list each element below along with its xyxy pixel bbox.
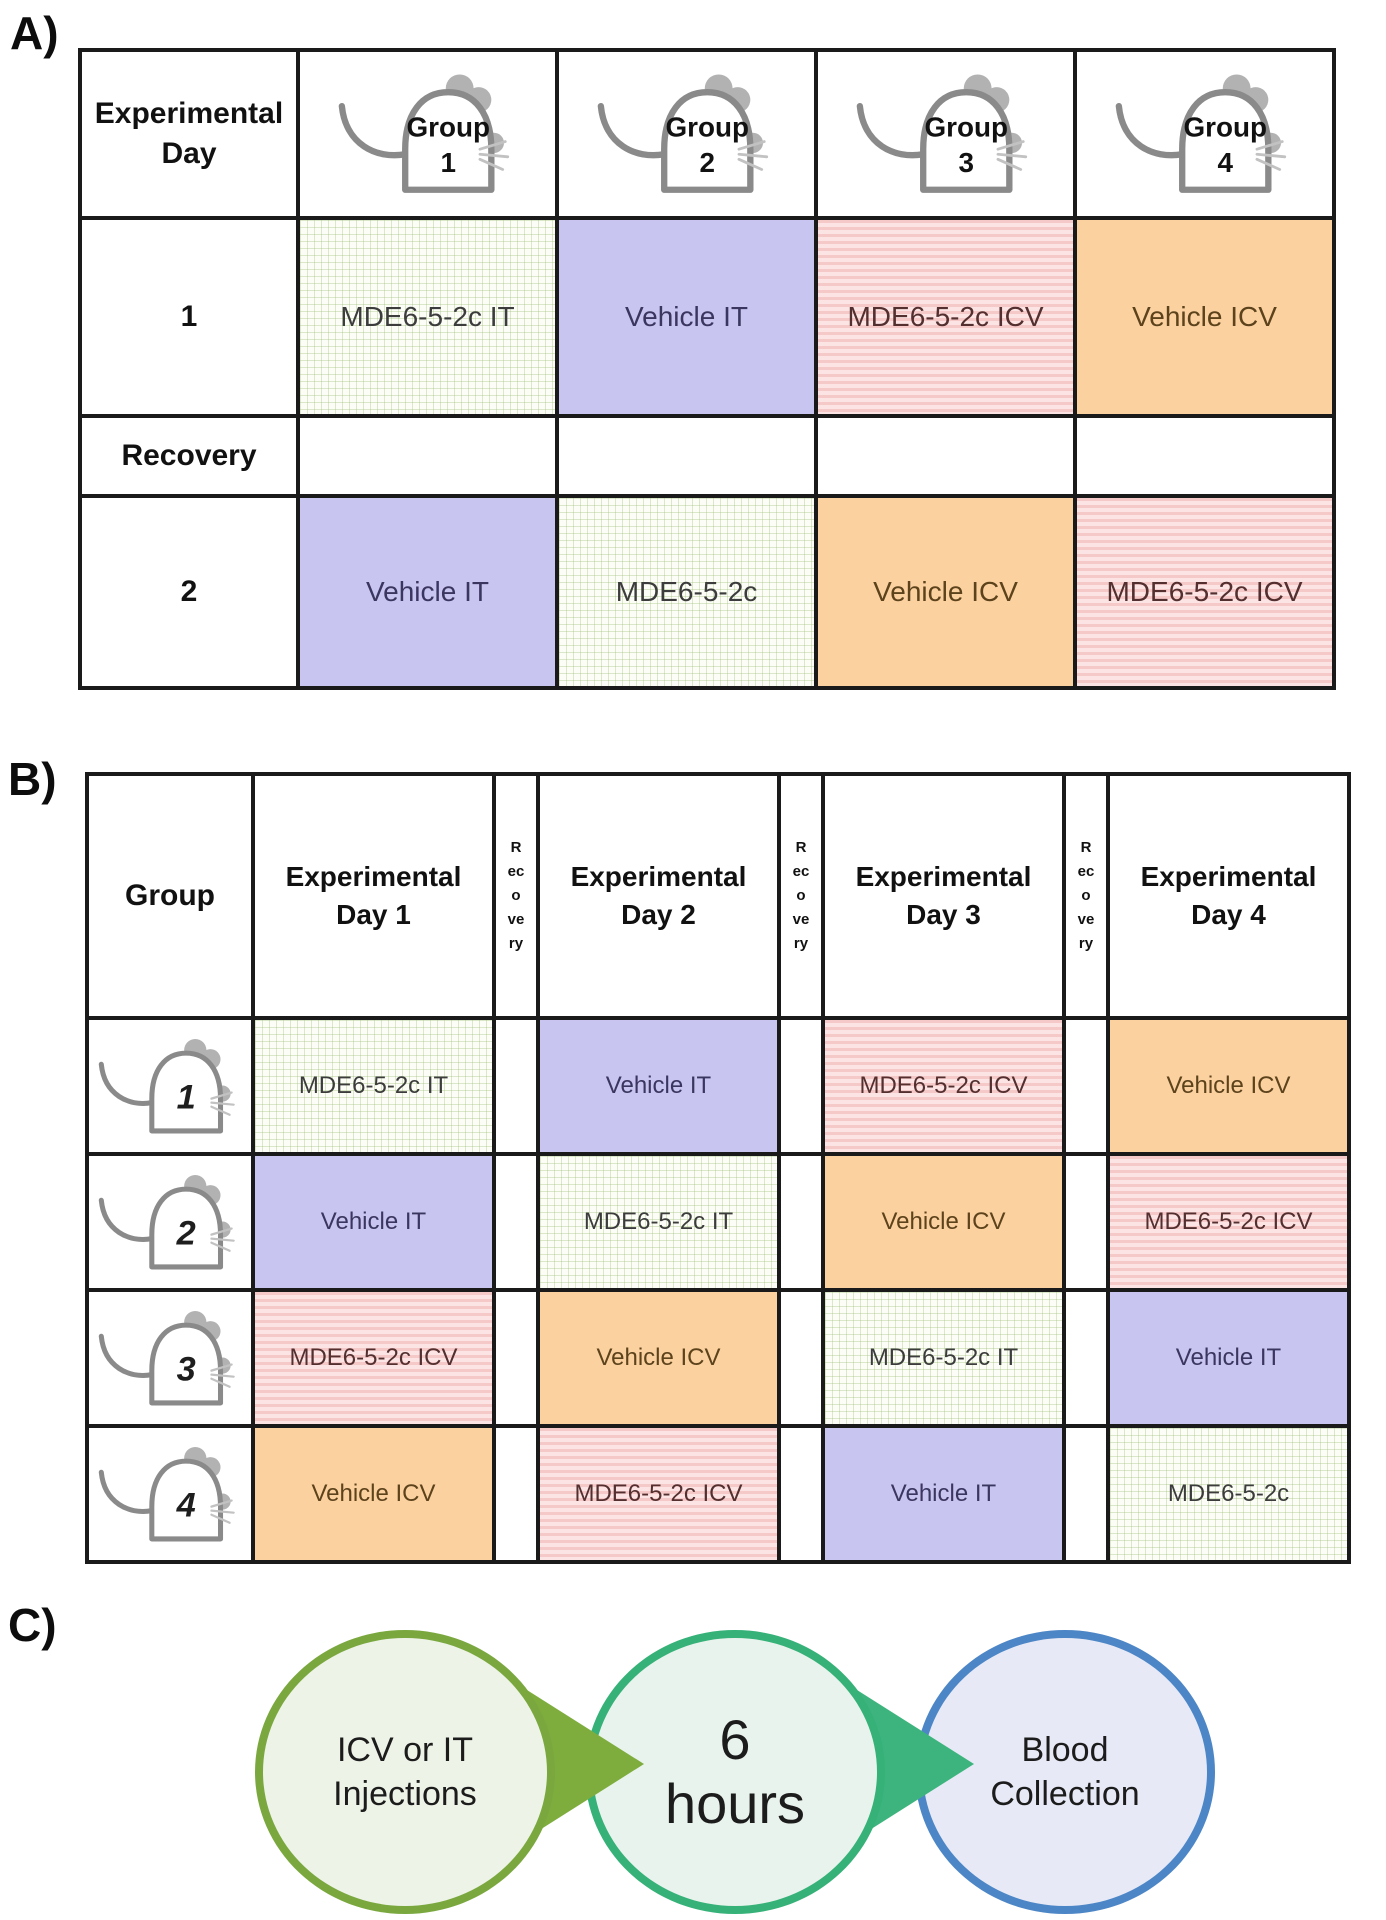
- group-2-header-cell: Group 2: [555, 48, 818, 220]
- treatment-cell: MDE6-5-2c ICV: [821, 1016, 1066, 1156]
- group-3-header-cell: Group 3: [814, 48, 1077, 220]
- group-1-header-cell: Group 1: [296, 48, 559, 220]
- treatment-cell: Vehicle IT: [536, 1016, 781, 1156]
- treatment-cell: MDE6-5-2c ICV: [814, 216, 1077, 418]
- recovery-column-header: Recovery: [492, 772, 540, 1020]
- group-number: 3: [177, 1350, 196, 1388]
- treatment-cell: MDE6-5-2c ICV: [1073, 494, 1336, 690]
- recovery-spacer-cell: [1062, 1424, 1110, 1564]
- day-row-header: 1: [78, 216, 300, 418]
- panel-b-table: Group Experimental Day 1 Recovery Experi…: [85, 772, 1351, 1564]
- recovery-spacer-cell: [777, 1424, 825, 1564]
- panel-c-label: C): [8, 1599, 57, 1651]
- day-1-header: Experimental Day 1: [251, 772, 496, 1020]
- mouse-icon: 3: [98, 1310, 235, 1405]
- group-column-header: Group: [85, 772, 255, 1020]
- treatment-cell: Vehicle IT: [296, 494, 559, 690]
- group-word: Group: [1183, 112, 1267, 143]
- treatment-cell: MDE6-5-2c IT: [296, 216, 559, 418]
- treatment-cell: Vehicle IT: [251, 1152, 496, 1292]
- day-3-header: Experimental Day 3: [821, 772, 1066, 1020]
- group-4-header-cell: Group 4: [1073, 48, 1336, 220]
- treatment-cell: Vehicle IT: [821, 1424, 1066, 1564]
- recovery-column-header: Recovery: [1062, 772, 1110, 1020]
- mouse-icon: Group 3: [856, 74, 1027, 193]
- mouse-icon: Group 2: [597, 74, 768, 193]
- recovery-spacer-cell: [1062, 1152, 1110, 1292]
- group-3-row-header: 3: [85, 1288, 255, 1428]
- mouse-icon: 4: [98, 1446, 235, 1541]
- treatment-cell: MDE6-5-2c: [1106, 1424, 1351, 1564]
- panel-a-table: Experimental Day Group 1: [78, 48, 1336, 690]
- group-number: 1: [177, 1078, 196, 1116]
- group-number: 3: [958, 147, 974, 178]
- treatment-cell: Vehicle ICV: [536, 1288, 781, 1428]
- mouse-icon: 2: [98, 1174, 235, 1269]
- mouse-icon: Group 4: [1115, 74, 1286, 193]
- recovery-spacer-cell: [777, 1288, 825, 1428]
- treatment-cell: MDE6-5-2c ICV: [536, 1424, 781, 1564]
- panel-a-corner-header: Experimental Day: [78, 48, 300, 220]
- panel-b-label: B): [8, 753, 57, 805]
- treatment-cell: MDE6-5-2c IT: [251, 1016, 496, 1156]
- recovery-spacer-cell: [492, 1152, 540, 1292]
- panel-a-label: A): [10, 7, 59, 59]
- mouse-icon: Group 1: [338, 74, 509, 193]
- group-number: 4: [1217, 147, 1233, 178]
- recovery-spacer-cell: [1062, 1016, 1110, 1156]
- recovery-vertical-label: Recovery: [1077, 839, 1095, 952]
- recovery-spacer-cell: [1062, 1288, 1110, 1428]
- recovery-cell: [1073, 414, 1336, 498]
- group-word: Group: [665, 112, 749, 143]
- group-number: 1: [440, 147, 456, 178]
- treatment-cell: Vehicle IT: [555, 216, 818, 418]
- recovery-cell: [555, 414, 818, 498]
- day-row-header: 2: [78, 494, 300, 690]
- group-1-row-header: 1: [85, 1016, 255, 1156]
- step-circle-injections: ICV or IT Injections: [255, 1630, 555, 1914]
- recovery-spacer-cell: [492, 1016, 540, 1156]
- recovery-spacer-cell: [492, 1288, 540, 1428]
- group-4-row-header: 4: [85, 1424, 255, 1564]
- group-number: 4: [176, 1486, 196, 1524]
- treatment-cell: Vehicle ICV: [1106, 1016, 1351, 1156]
- recovery-row-header: Recovery: [78, 414, 300, 498]
- group-number: 2: [176, 1214, 196, 1252]
- recovery-cell: [814, 414, 1077, 498]
- day-4-header: Experimental Day 4: [1106, 772, 1351, 1020]
- recovery-vertical-label: Recovery: [507, 839, 525, 952]
- mouse-icon: 1: [98, 1038, 235, 1133]
- treatment-cell: Vehicle ICV: [821, 1152, 1066, 1292]
- treatment-cell: MDE6-5-2c ICV: [1106, 1152, 1351, 1292]
- treatment-cell: MDE6-5-2c IT: [821, 1288, 1066, 1428]
- day-2-header: Experimental Day 2: [536, 772, 781, 1020]
- recovery-cell: [296, 414, 559, 498]
- recovery-spacer-cell: [777, 1152, 825, 1292]
- treatment-cell: Vehicle ICV: [251, 1424, 496, 1564]
- treatment-cell: Vehicle IT: [1106, 1288, 1351, 1428]
- treatment-cell: Vehicle ICV: [814, 494, 1077, 690]
- treatment-cell: Vehicle ICV: [1073, 216, 1336, 418]
- recovery-column-header: Recovery: [777, 772, 825, 1020]
- recovery-spacer-cell: [777, 1016, 825, 1156]
- group-number: 2: [699, 147, 715, 178]
- recovery-spacer-cell: [492, 1424, 540, 1564]
- group-2-row-header: 2: [85, 1152, 255, 1292]
- treatment-cell: MDE6-5-2c: [555, 494, 818, 690]
- group-word: Group: [406, 112, 490, 143]
- treatment-cell: MDE6-5-2c ICV: [251, 1288, 496, 1428]
- recovery-vertical-label: Recovery: [792, 839, 810, 952]
- step-circle-6-hours: 6 hours: [585, 1630, 885, 1914]
- treatment-cell: MDE6-5-2c IT: [536, 1152, 781, 1292]
- group-word: Group: [924, 112, 1008, 143]
